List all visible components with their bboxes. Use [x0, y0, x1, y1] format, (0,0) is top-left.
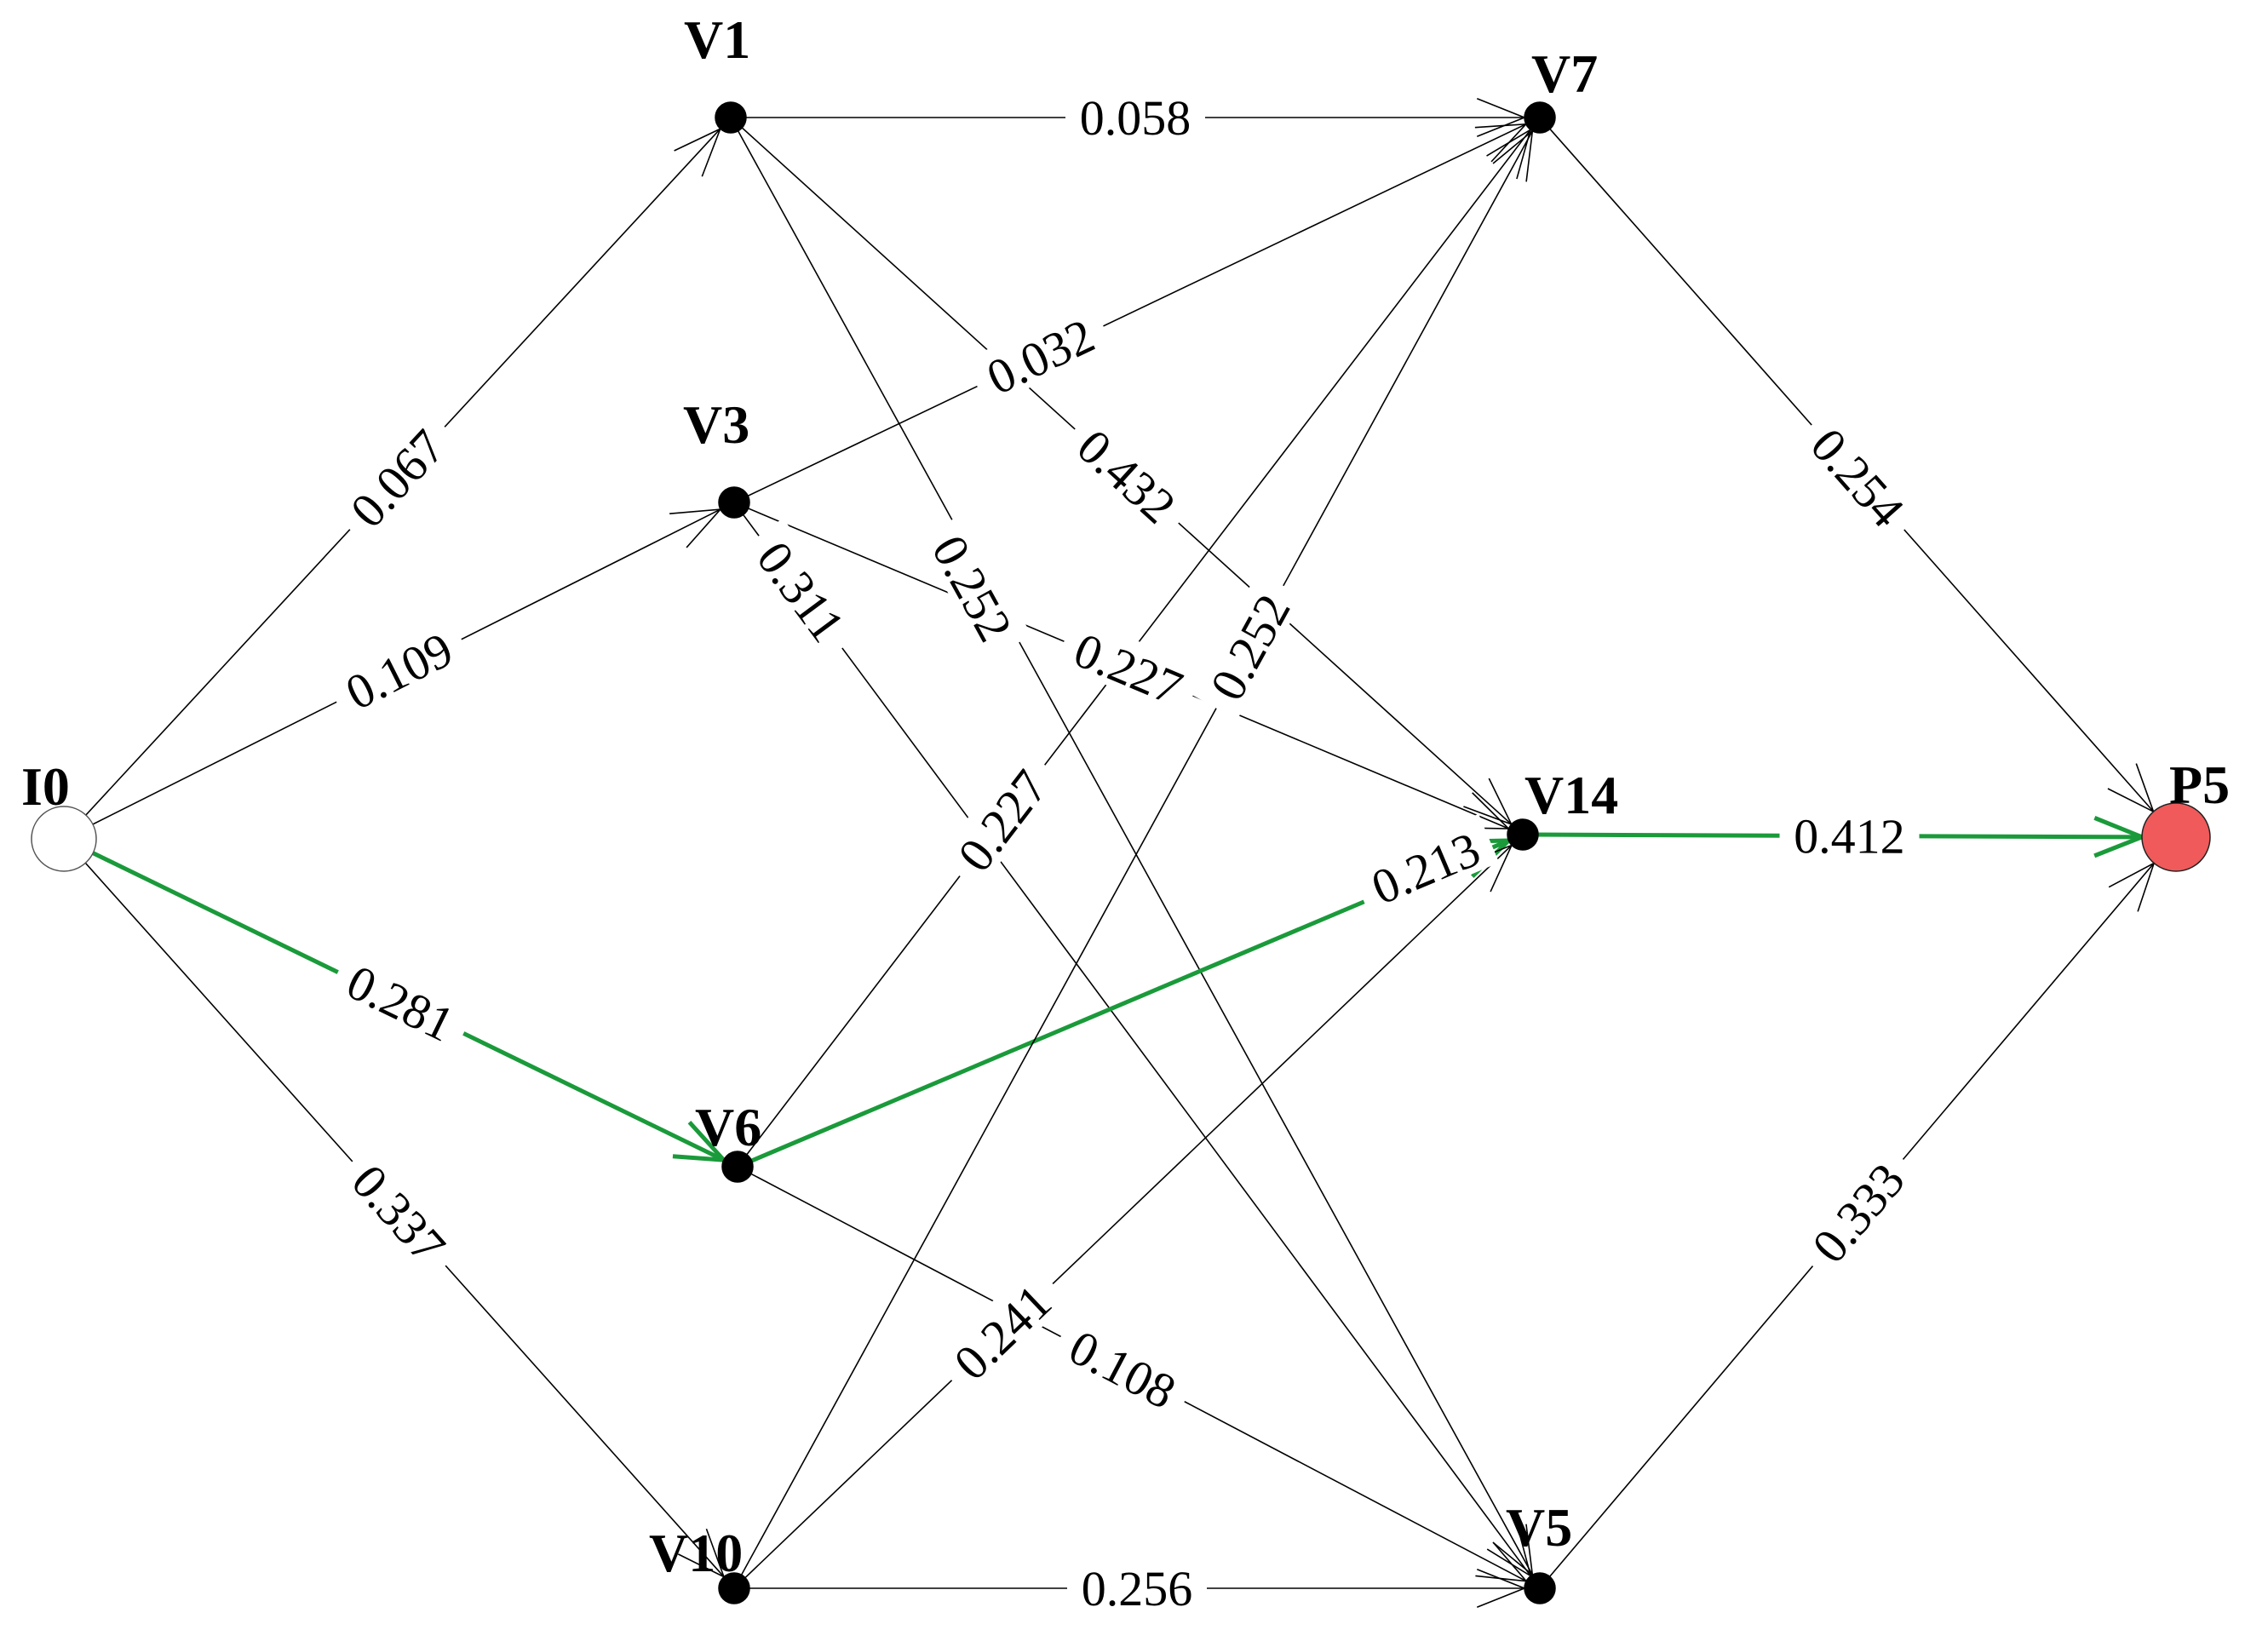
node-label-P5: P5	[2169, 755, 2230, 815]
edge-label-group-V6-V7: 0.227	[937, 747, 1064, 891]
edge-label-I0-V3: 0.109	[337, 622, 462, 721]
edge-label-bg-I0-V3	[323, 613, 473, 724]
edge-label-group-I0-V10: 0.337	[334, 1142, 468, 1282]
edge-label-bg-I0-V6	[327, 946, 477, 1055]
edge-label-V6-V5: 0.108	[1060, 1319, 1185, 1420]
edge-label-V10-V5: 0.256	[1082, 1561, 1193, 1616]
edge-label-V1-V7: 0.058	[1080, 90, 1191, 146]
node-label-V6: V6	[695, 1097, 761, 1157]
edge-label-bg-V7-P5	[1794, 405, 1926, 546]
edge-line-V3-V5	[738, 509, 1531, 1577]
node-V10	[718, 1572, 750, 1604]
edge-label-bg-V6-V7	[937, 747, 1064, 891]
arrowhead-V6-V7	[1486, 128, 1532, 180]
node-label-V1: V1	[684, 9, 750, 70]
edge-line-V1-V5	[734, 125, 1534, 1575]
edge-label-group-I0-V3: 0.109	[323, 613, 473, 724]
edge-label-group-V1-V14: 0.432	[1059, 407, 1198, 541]
node-I0	[31, 806, 97, 872]
node-V6	[721, 1151, 754, 1183]
edge-label-group-V3-V5: 0.311	[740, 518, 866, 663]
edge-line-V3-V7	[742, 123, 1527, 500]
edge-label-V3-V7: 0.032	[979, 307, 1103, 405]
nodes-layer	[31, 101, 2211, 1604]
edge-label-bg-I0-V1	[328, 407, 462, 546]
edge-label-bg-V10-V7	[1191, 571, 1305, 720]
edge-label-group-V7-P5: 0.254	[1794, 405, 1926, 546]
edge-label-V3-V14: 0.227	[1066, 622, 1190, 716]
edge-label-bg-V1-V5	[917, 513, 1032, 661]
edge-label-group-V6-V14: 0.213	[1350, 813, 1500, 917]
edge-label-group-I0-V6: 0.281	[327, 946, 477, 1055]
edge-label-bg-I0-V10	[334, 1142, 468, 1282]
edge-label-bg-V10-V14	[932, 1262, 1070, 1398]
edge-line-V10-V14	[740, 844, 1513, 1583]
edge-V3-V7	[742, 123, 1528, 500]
edge-label-group-V1-V7: 0.058	[1065, 89, 1205, 146]
edge-label-group-V5-P5: 0.333	[1790, 1140, 1921, 1282]
node-label-V3: V3	[683, 394, 749, 455]
node-label-V14: V14	[1524, 765, 1618, 825]
edge-label-bg-V1-V7	[1065, 89, 1205, 141]
edge-label-group-V10-V5: 0.256	[1067, 1559, 1207, 1616]
edge-label-group-V14-P5: 0.412	[1779, 806, 1920, 864]
edge-label-bg-V3-V7	[964, 300, 1114, 408]
node-label-I0: I0	[21, 756, 70, 817]
arrowhead-I0-V3	[669, 508, 722, 548]
edge-label-bg-V1-V14	[1059, 407, 1198, 541]
node-V14	[1507, 818, 1539, 851]
edge-label-bg-V3-V5	[740, 518, 866, 663]
edge-label-group-V3-V7: 0.032	[964, 300, 1114, 408]
node-label-V7: V7	[1531, 43, 1598, 104]
node-label-V10: V10	[649, 1523, 743, 1583]
edge-label-group-V1-V5: 0.252	[917, 513, 1032, 661]
node-V7	[1524, 101, 1556, 134]
edge-label-bg-V10-V5	[1067, 1559, 1207, 1612]
edge-label-bg-V6-V14	[1350, 813, 1500, 917]
edge-label-bg-V14-P5	[1779, 806, 1920, 860]
edge-label-I0-V6: 0.281	[338, 954, 462, 1053]
edge-label-bg-V3-V14	[1054, 614, 1204, 718]
edge-V10-V14	[740, 843, 1513, 1583]
node-V3	[718, 486, 750, 519]
edge-label-V6-V14: 0.213	[1364, 821, 1488, 915]
edge-line-V10-V7	[738, 130, 1534, 1581]
edge-label-V10-V7: 0.252	[1199, 585, 1301, 709]
edge-label-bg-V5-P5	[1790, 1140, 1921, 1282]
node-label-V5: V5	[1506, 1497, 1572, 1558]
edge-label-group-I0-V1: 0.067	[328, 407, 462, 546]
node-V5	[1524, 1572, 1556, 1604]
edge-label-V14-P5: 0.412	[1794, 808, 1905, 864]
edge-label-group-V6-V5: 0.108	[1049, 1311, 1198, 1423]
edge-label-bg-V6-V5	[1049, 1311, 1198, 1423]
edge-label-group-V3-V14: 0.227	[1054, 614, 1204, 718]
edge-label-group-V10-V7: 0.252	[1191, 571, 1305, 720]
node-P5	[2141, 802, 2211, 872]
node-V1	[715, 101, 747, 134]
